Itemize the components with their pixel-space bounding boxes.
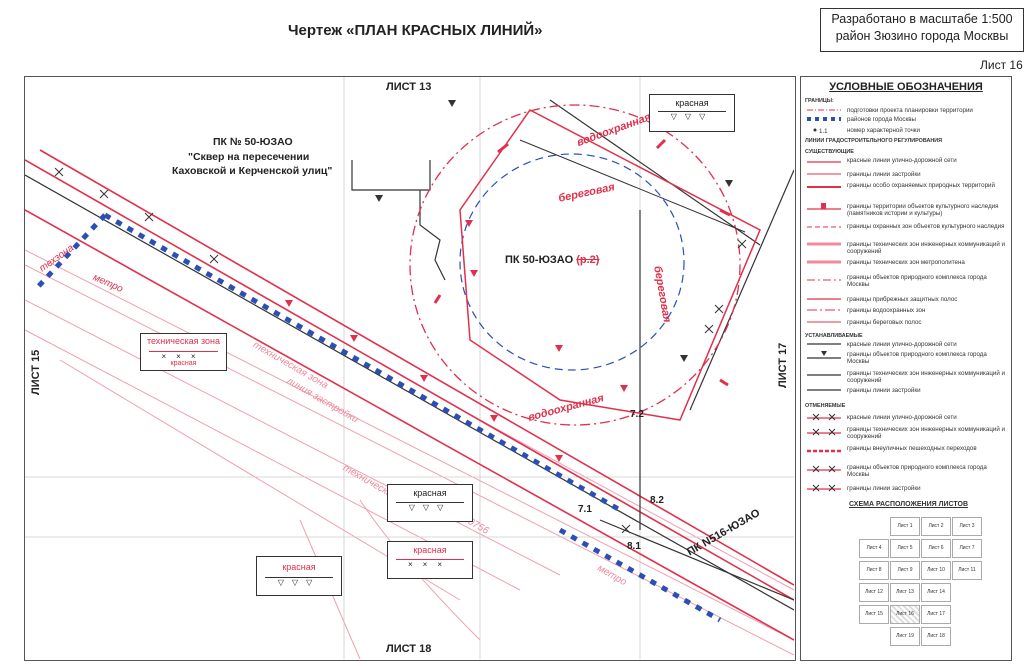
pk-name-line2: Каховской и Керченской улиц" (172, 165, 333, 177)
legend-established-2: границы объектов природного комплекса го… (847, 351, 987, 365)
pk-center-code: ПК 50-ЮЗАО (505, 254, 574, 266)
legend-existing-9: границы прибрежных защитных полос (847, 296, 958, 303)
schema-cell-3: Лист 3 (952, 517, 982, 536)
schema-cell-9: Лист 9 (890, 561, 920, 580)
schema-cell-6: Лист 6 (921, 539, 951, 558)
schema-cell-12: Лист 12 (859, 583, 889, 602)
callout-krasnaya-top: красная ▽▽▽ (649, 94, 735, 132)
schema-cell-8: Лист 8 (859, 561, 889, 580)
schema-cell-4: Лист 4 (859, 539, 889, 558)
legend-cancelled-1: красные линии улично-дорожной сети (847, 414, 957, 421)
sheet-label-top: ЛИСТ 13 (386, 81, 432, 93)
callout-krasnaya-left-label: красная (282, 562, 316, 572)
legend-cancelled-5: границы линии застройки (847, 485, 921, 492)
stamp-district-line: район Зюзино города Москвы (835, 29, 1009, 43)
callout-krasnaya-mid-symbol: ▽▽▽ (396, 502, 464, 512)
legend-section-regulation: ЛИНИИ ГРАДОСТРОИТЕЛЬНОГО РЕГУЛИРОВАНИЯ (805, 138, 942, 144)
schema-title: СХЕМА РАСПОЛОЖЕНИЯ ЛИСТОВ (849, 501, 968, 508)
legend-existing-10: границы водоохранных зон (847, 307, 926, 314)
callout-techzone-label: техническая зона (146, 336, 221, 346)
sheet-number: Лист 16 (980, 58, 1023, 72)
pk-number: ПК № 50-ЮЗАО (213, 136, 293, 148)
schema-cell-2: Лист 2 (921, 517, 951, 536)
legend-existing-1: красные линии улично-дорожной сети (847, 157, 957, 164)
callout-techzone-symbol: ××× (149, 351, 218, 361)
schema-cell-10: Лист 10 (921, 561, 951, 580)
callout-krasnaya-mid: красная ▽▽▽ (387, 484, 473, 522)
point-8-2: 8.2 (650, 495, 664, 506)
callout-krasnaya-left: красная ▽▽▽ (256, 556, 342, 596)
legend-panel: УСЛОВНЫЕ ОБОЗНАЧЕНИЯ ГРАНИЦЫ: подготовки… (800, 76, 1012, 661)
legend-existing-8: границы объектов природного комплекса го… (847, 274, 987, 288)
schema-cell-17: Лист 17 (921, 605, 951, 624)
point-7-1: 7.1 (578, 504, 592, 515)
legend-item-border-district: районов города Москвы (847, 116, 916, 123)
schema-cell-15: Лист 15 (859, 605, 889, 624)
schema-cell-1: Лист 1 (890, 517, 920, 536)
callout-krasnaya-mid-label: красная (413, 488, 447, 498)
legend-cancelled-4: границы объектов природного комплекса го… (847, 464, 987, 478)
schema-cell-18: Лист 18 (921, 627, 951, 646)
schema-cell-13: Лист 13 (890, 583, 920, 602)
legend-cancelled-3: границы внеуличных пешеходных переходов (847, 445, 977, 452)
legend-existing-5: границы охранных зон объектов культурног… (847, 223, 1005, 230)
callout-techzone: техническая зона ××× красная (140, 333, 227, 371)
legend-cancelled-2: границы технических зон инженерных комму… (847, 426, 1005, 440)
callout-krasnaya-top-label: красная (675, 98, 709, 108)
legend-item-border-project: подготовки проекта планировки территории (847, 107, 973, 114)
legend-established-4: границы линии застройки (847, 387, 921, 394)
legend-existing-3: границы особо охраняемых природных терри… (847, 182, 995, 189)
callout-krasnaya-low: красная ××× (387, 541, 473, 579)
drawing-title: Чертеж «ПЛАН КРАСНЫХ ЛИНИЙ» (288, 22, 543, 39)
legend-section-borders: ГРАНИЦЫ: (805, 98, 834, 104)
schema-cell-11: Лист 11 (952, 561, 982, 580)
legend-section-existing: СУЩЕСТВУЮЩИЕ (805, 149, 854, 155)
sheet-label-bottom: ЛИСТ 18 (386, 643, 432, 655)
legend-section-cancelled: ОТМЕНЯЕМЫЕ (805, 403, 846, 409)
legend-title: УСЛОВНЫЕ ОБОЗНАЧЕНИЯ (829, 81, 983, 93)
legend-existing-2: границы линии застройки (847, 171, 921, 178)
stamp-scale-line: Разработано в масштабе 1:500 (831, 12, 1013, 26)
sheet-label-right: ЛИСТ 17 (777, 342, 789, 388)
legend-established-3: границы технических зон инженерных комму… (847, 370, 1005, 384)
schema-cell-16: Лист 16 (890, 605, 920, 624)
callout-krasnaya-top-symbol: ▽▽▽ (658, 111, 726, 121)
schema-grid: Лист 1 Лист 2 Лист 3 Лист 4 Лист 5 Лист … (859, 517, 983, 655)
pk-center-label: ПК 50-ЮЗАО (р.2) (505, 254, 599, 266)
callout-krasnaya-left-symbol: ▽▽▽ (265, 577, 333, 587)
pk-name-line1: "Сквер на пересечении (188, 151, 310, 163)
legend-existing-4: границы территории объектов культурного … (847, 203, 999, 217)
legend-item-point-number: номер характерной точки (847, 127, 920, 134)
legend-section-established: УСТАНАВЛИВАЕМЫЕ (805, 333, 863, 339)
scale-stamp: Разработано в масштабе 1:500 район Зюзин… (820, 8, 1024, 52)
legend-symbols (807, 109, 841, 492)
callout-krasnaya-low-label: красная (413, 545, 447, 555)
callout-techzone-sub: красная (170, 360, 197, 367)
legend-existing-11: границы береговых полос (847, 319, 922, 326)
callout-krasnaya-low-symbol: ××× (396, 559, 464, 569)
schema-cell-5: Лист 5 (890, 539, 920, 558)
map-frame (24, 76, 796, 661)
point-7-2: 7.2 (630, 409, 644, 420)
pk-center-struck: (р.2) (576, 254, 600, 266)
schema-cell-7: Лист 7 (952, 539, 982, 558)
schema-cell-19: Лист 19 (890, 627, 920, 646)
sheet-label-left: ЛИСТ 15 (30, 349, 42, 395)
legend-established-1: красные линии улично-дорожной сети (847, 341, 957, 348)
legend-existing-6: границы технических зон инженерных комму… (847, 241, 1005, 255)
point-8-1: 8.1 (627, 541, 641, 552)
legend-point-sample: 1.1 (819, 128, 828, 135)
schema-cell-14: Лист 14 (921, 583, 951, 602)
legend-existing-7: границы технических зон метрополитена (847, 259, 965, 266)
